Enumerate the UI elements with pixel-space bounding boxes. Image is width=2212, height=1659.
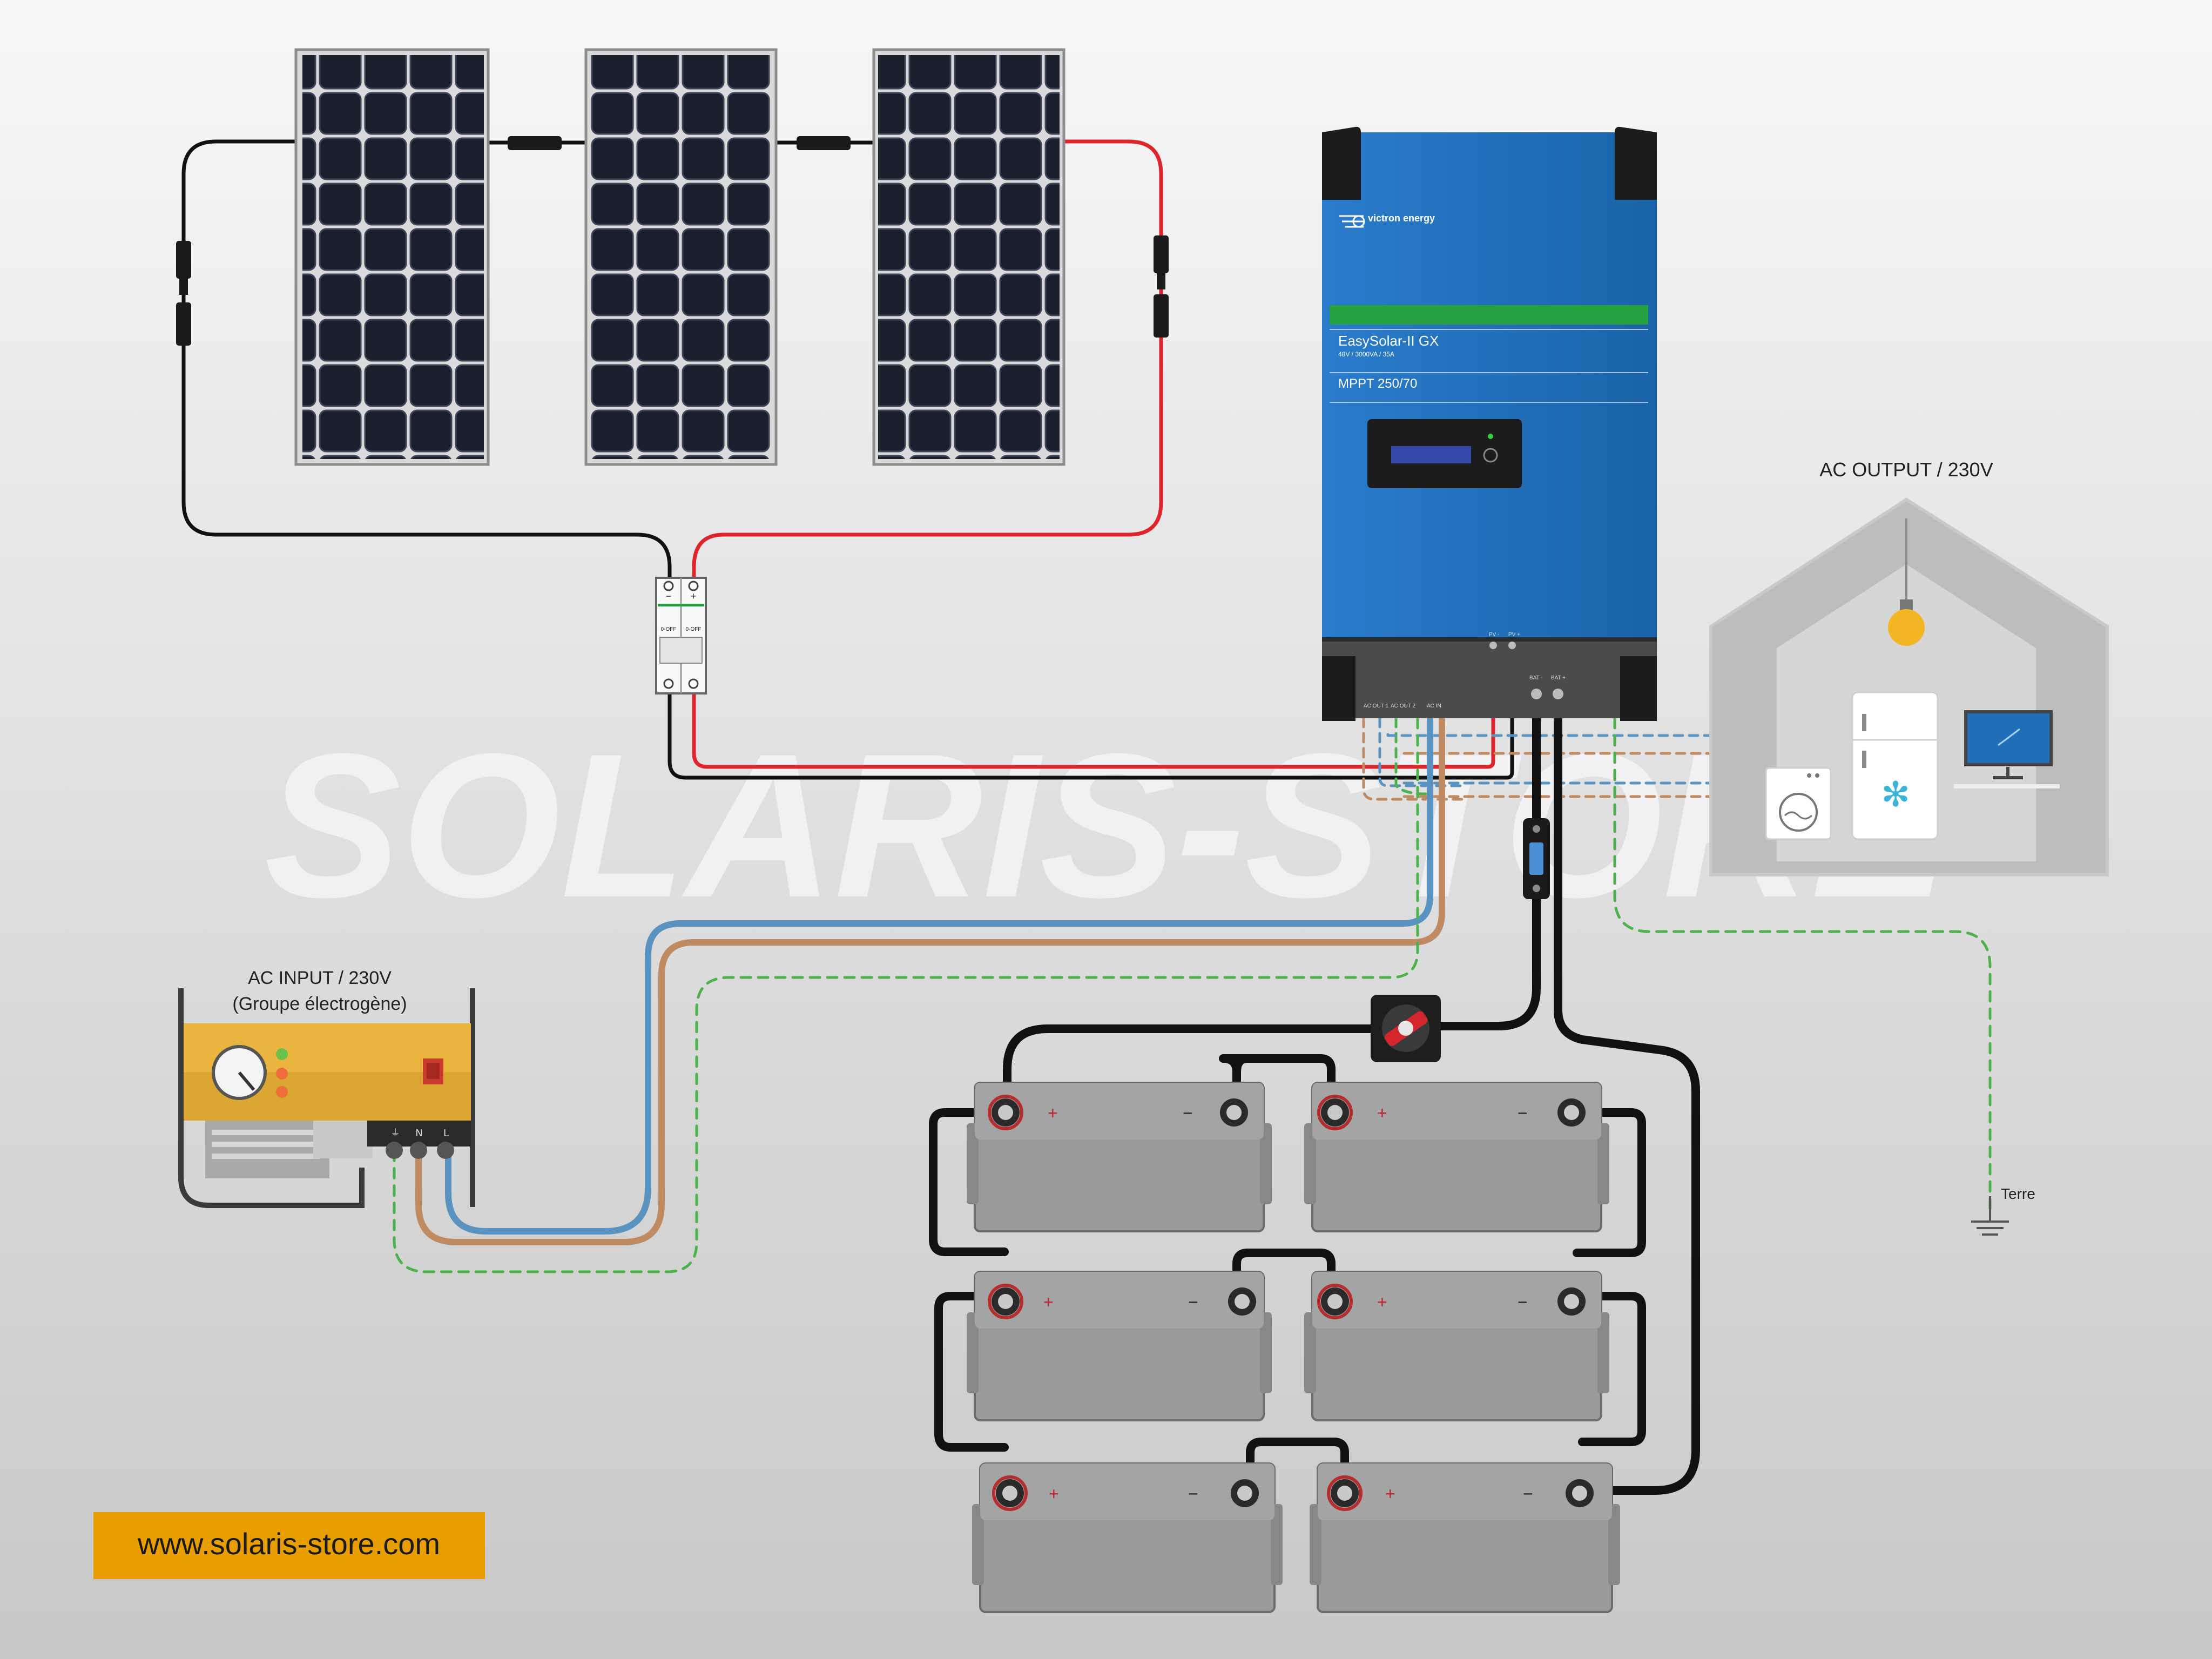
ac-output-label: AC OUTPUT / 230V (1819, 458, 1993, 481)
inverter-model: EasySolar-II GX (1338, 333, 1439, 349)
battery-2-plus: + (1377, 1103, 1387, 1123)
battery-2: + − (1304, 1082, 1609, 1232)
battery-1-minus: − (1183, 1103, 1193, 1123)
tv-icon (1954, 710, 2060, 788)
solar-panel-3 (872, 48, 1065, 466)
svg-text:⏚: ⏚ (390, 1128, 400, 1139)
battery-3-plus: + (1043, 1292, 1054, 1312)
url-link[interactable]: www.solaris-store.com (137, 1527, 440, 1561)
inverter-easysolar: victron energy EasySolar-II GX 48V / 300… (1322, 126, 1657, 721)
solar-panel-2 (584, 48, 778, 466)
earth-ground-icon (1971, 1196, 2009, 1236)
battery-4: + − (1304, 1271, 1609, 1421)
terminal-pv-minus: PV - (1489, 632, 1499, 638)
battery-6: + − (1310, 1462, 1620, 1613)
battery-6-plus: + (1385, 1484, 1395, 1503)
battery-3: + − (967, 1271, 1272, 1421)
svg-text:L: L (443, 1128, 449, 1139)
battery-6-minus: − (1523, 1484, 1533, 1503)
battery-3-minus: − (1188, 1292, 1198, 1312)
fridge-icon: ✻ (1851, 691, 1939, 840)
svg-text:✻: ✻ (1881, 775, 1910, 815)
terminal-bat-plus: BAT + (1551, 675, 1566, 681)
light-bulb-icon (1888, 599, 1925, 646)
breaker-minus-label: − (666, 591, 672, 602)
ac-wiring (393, 715, 1992, 1273)
battery-5-minus: − (1188, 1484, 1198, 1503)
battery-fuse (1523, 818, 1550, 899)
svg-text:N: N (415, 1128, 422, 1139)
ac-input-label: AC INPUT / 230V (248, 968, 392, 988)
breaker-off-right: 0-OFF (686, 626, 702, 632)
generator: ⏚ N L (178, 988, 475, 1208)
victron-logo-icon (1339, 215, 1365, 228)
battery-5: + − (972, 1462, 1283, 1613)
inverter-brand: victron energy (1368, 213, 1435, 224)
house: ✻ (1709, 497, 2109, 876)
terminal-bat-minus: BAT - (1529, 675, 1543, 681)
inverter-spec: 48V / 3000VA / 35A (1338, 350, 1394, 358)
battery-4-plus: + (1377, 1292, 1387, 1312)
ac-input-sublabel: (Groupe électrogène) (232, 994, 407, 1014)
url-badge[interactable]: www.solaris-store.com (93, 1512, 485, 1579)
battery-switch (1371, 995, 1441, 1062)
breaker-plus-label: + (691, 591, 697, 602)
battery-1: + − (967, 1082, 1272, 1232)
breaker-off-left: 0-OFF (661, 626, 677, 632)
battery-bank: + − + − + − (967, 1082, 1620, 1613)
battery-4-minus: − (1518, 1292, 1528, 1312)
washing-machine-icon (1765, 767, 1832, 840)
battery-cables (929, 714, 1700, 1495)
solar-panel-1 (294, 48, 490, 466)
watermark: SOLARIS-STORE (264, 711, 1955, 940)
earth-label: Terre (2001, 1185, 2035, 1202)
terminal-ac-out-2: AC OUT 2 (1391, 703, 1415, 709)
battery-5-plus: + (1049, 1484, 1059, 1503)
battery-1-plus: + (1048, 1103, 1058, 1123)
terminal-ac-out-1: AC OUT 1 (1364, 703, 1388, 709)
mc4-connectors (176, 136, 1169, 346)
pv-wiring (181, 139, 1514, 780)
battery-2-minus: − (1518, 1103, 1528, 1123)
inverter-mppt: MPPT 250/70 (1338, 376, 1417, 391)
terminal-pv-plus: PV + (1508, 632, 1520, 638)
dc-breaker: − + 0-OFF 0-OFF (655, 577, 707, 694)
terminal-ac-in: AC IN (1427, 703, 1441, 709)
